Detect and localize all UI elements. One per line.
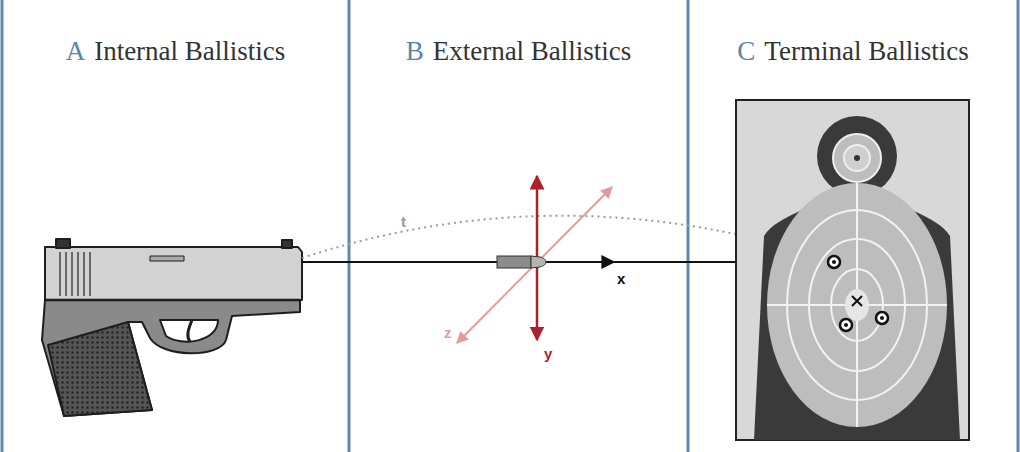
pistol-illustration [42, 239, 302, 416]
axis-label: x [617, 271, 625, 286]
panel-letter: B [406, 36, 424, 67]
trajectory-curve [302, 216, 785, 258]
bullet [497, 256, 546, 268]
z-axis [457, 187, 612, 343]
panel-heading: Terminal Ballistics [764, 36, 968, 67]
panel-title: A Internal Ballistics [4, 36, 347, 67]
x-axis [560, 261, 614, 263]
ballistics-panel: C Terminal Ballistics [690, 0, 1016, 452]
panel-heading: Internal Ballistics [94, 36, 285, 67]
target-illustration [736, 100, 969, 440]
axis-label: y [544, 346, 552, 361]
panel-letter: C [737, 36, 755, 67]
panel-heading: External Ballistics [433, 36, 632, 67]
panel-letter: A [66, 36, 86, 67]
ballistics-panel: A Internal Ballistics [4, 0, 347, 452]
panel-title: C Terminal Ballistics [690, 36, 1016, 67]
panel-title: B External Ballistics [351, 36, 686, 67]
trajectory-label: t [401, 214, 406, 229]
axis-label: z [444, 325, 452, 340]
